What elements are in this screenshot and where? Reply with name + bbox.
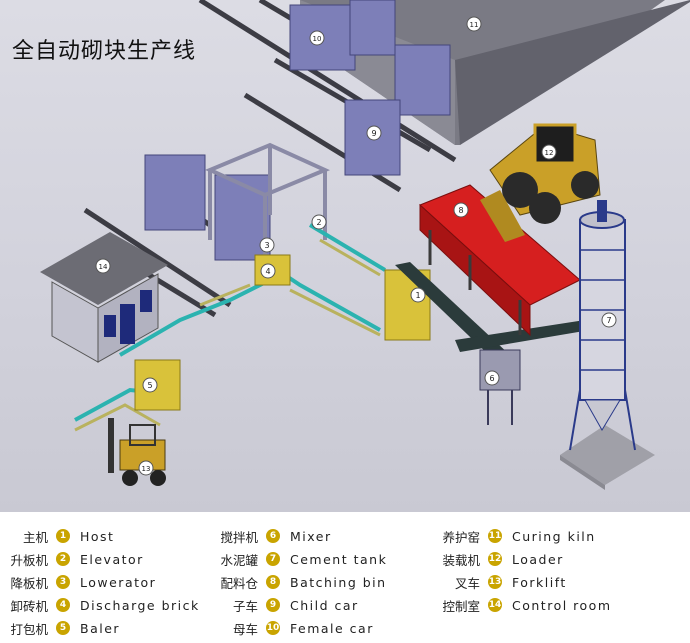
- legend-item-english-label: Child car: [290, 597, 359, 613]
- callout-3: 3: [259, 237, 275, 253]
- legend-item-number-badge: 6: [266, 529, 280, 543]
- legend-item-chinese-label: 子车: [232, 598, 258, 614]
- legend-item-english-label: Female car: [290, 620, 374, 636]
- legend-item: 控制室 14 Control room: [432, 595, 612, 615]
- callout-7-label: 7: [606, 316, 611, 325]
- callout-11: 11: [466, 16, 482, 32]
- legend-item-chinese-label: 叉车: [454, 575, 480, 591]
- legend-item-chinese-label: 控制室: [442, 598, 480, 614]
- callout-2-label: 2: [316, 218, 321, 227]
- legend-item-number-badge: 9: [266, 598, 280, 612]
- legend-item-chinese-label: 水泥罐: [220, 552, 258, 568]
- legend-item-number-badge: 1: [56, 529, 70, 543]
- callout-14-label: 14: [99, 263, 108, 271]
- production-line-illustration: 1 2 3 4 5 6 7 8 9 10 11 12 13 14 全自动砌块生产…: [0, 0, 690, 512]
- callout-1-label: 1: [415, 291, 420, 300]
- legend-item-number-badge: 4: [56, 598, 70, 612]
- callouts: 1 2 3 4 5 6 7 8 9 10 11 12 13 14: [95, 16, 617, 476]
- callout-12-label: 12: [545, 149, 554, 157]
- legend-item-english-label: Curing kiln: [512, 528, 596, 544]
- callout-8: 8: [453, 202, 469, 218]
- callout-7: 7: [601, 312, 617, 328]
- callout-12: 12: [541, 144, 557, 160]
- legend-item-chinese-label: 卸砖机: [10, 598, 48, 614]
- legend-item-number-badge: 10: [266, 621, 280, 635]
- callout-1: 1: [410, 287, 426, 303]
- cement-tank: [560, 200, 655, 490]
- legend-item-english-label: Discharge brick: [80, 597, 200, 613]
- legend-item-english-label: Batching bin: [290, 574, 387, 590]
- legend-item-number-badge: 2: [56, 552, 70, 566]
- legend-item-number-badge: 8: [266, 575, 280, 589]
- callout-6: 6: [484, 370, 500, 386]
- mixer: [479, 349, 521, 425]
- callout-3-label: 3: [264, 241, 269, 250]
- legend-item: 卸砖机 4 Discharge brick: [0, 595, 200, 615]
- legend-item-number-badge: 14: [488, 598, 502, 612]
- legend-item-english-label: Lowerator: [80, 574, 157, 590]
- storage-racks: [144, 0, 451, 261]
- callout-6-label: 6: [489, 374, 494, 383]
- callout-2: 2: [311, 214, 327, 230]
- legend-item: 叉车 13 Forklift: [432, 572, 567, 592]
- callout-5-label: 5: [147, 381, 152, 390]
- legend-item: 母车 10 Female car: [210, 618, 374, 638]
- legend-item-english-label: Control room: [512, 597, 612, 613]
- loader: [480, 123, 601, 242]
- legend-item-chinese-label: 配料仓: [220, 575, 258, 591]
- callout-13: 13: [138, 460, 154, 476]
- legend-item-english-label: Loader: [512, 551, 564, 567]
- steel-frame: [204, 142, 331, 270]
- legend-item: 打包机 5 Baler: [0, 618, 120, 638]
- legend-item-chinese-label: 升板机: [10, 552, 48, 568]
- legend-item: 养护窑 11 Curing kiln: [432, 526, 596, 546]
- callout-4: 4: [260, 263, 276, 279]
- callout-13-label: 13: [142, 465, 151, 473]
- forklift: [108, 418, 166, 486]
- legend-item: 升板机 2 Elevator: [0, 549, 144, 569]
- host-machine: [134, 254, 431, 411]
- legend-item-chinese-label: 母车: [232, 621, 258, 637]
- legend-item-number-badge: 3: [56, 575, 70, 589]
- callout-11-label: 11: [470, 21, 479, 29]
- page-title: 全自动砌块生产线: [12, 39, 197, 64]
- legend-item-number-badge: 7: [266, 552, 280, 566]
- legend-item-number-badge: 12: [488, 552, 502, 566]
- legend-item: 搅拌机 6 Mixer: [210, 526, 332, 546]
- legend-item-english-label: Elevator: [80, 551, 144, 567]
- legend-item-english-label: Host: [80, 528, 115, 544]
- legend-item-number-badge: 11: [488, 529, 502, 543]
- legend-item-chinese-label: 主机: [22, 529, 48, 545]
- legend-item: 水泥罐 7 Cement tank: [210, 549, 387, 569]
- legend-item: 装载机 12 Loader: [432, 549, 564, 569]
- callout-4-label: 4: [265, 267, 270, 276]
- legend-item: 配料仓 8 Batching bin: [210, 572, 387, 592]
- legend-item-english-label: Baler: [80, 620, 121, 636]
- legend: 主机 1 Host 升板机 2 Elevator 降板机 3 Lowerator 卸砖机 4 Disc…: [0, 512, 690, 643]
- legend-item: 子车 9 Child car: [210, 595, 359, 615]
- callout-9: 9: [366, 125, 382, 141]
- legend-item-number-badge: 13: [488, 575, 502, 589]
- legend-item-number-badge: 5: [56, 621, 70, 635]
- legend-item-chinese-label: 打包机: [10, 621, 48, 637]
- legend-item: 降板机 3 Lowerator: [0, 572, 156, 592]
- legend-item-english-label: Cement tank: [290, 551, 388, 567]
- callout-5: 5: [142, 377, 158, 393]
- legend-item-english-label: Forklift: [512, 574, 567, 590]
- belt-conveyor: [395, 262, 590, 358]
- roller-tables: [74, 238, 381, 432]
- callout-14: 14: [95, 258, 111, 274]
- legend-item: 主机 1 Host: [0, 526, 114, 546]
- legend-item-chinese-label: 降板机: [10, 575, 48, 591]
- callout-10: 10: [309, 30, 325, 46]
- callout-9-label: 9: [371, 129, 376, 138]
- legend-item-chinese-label: 搅拌机: [220, 529, 258, 545]
- plant-drawing: 1 2 3 4 5 6 7 8 9 10 11 12 13 14: [40, 0, 690, 490]
- legend-item-chinese-label: 养护窑: [442, 529, 480, 545]
- callout-10-label: 10: [313, 35, 322, 43]
- legend-item-english-label: Mixer: [290, 528, 332, 544]
- callout-8-label: 8: [458, 206, 463, 215]
- legend-item-chinese-label: 装载机: [442, 552, 480, 568]
